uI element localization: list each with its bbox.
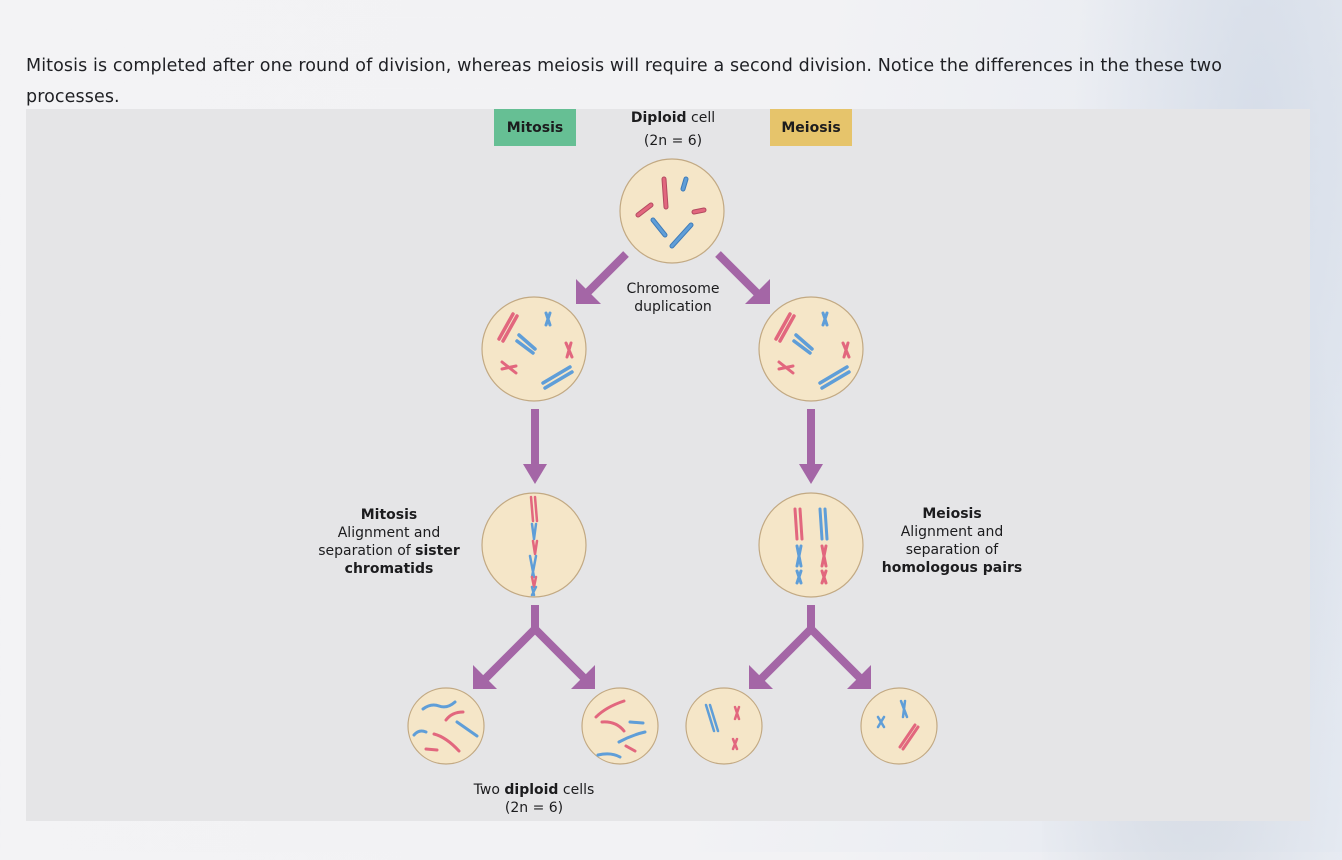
bottom-caption-formula: (2n = 6) bbox=[505, 800, 563, 816]
mitosis-tag: Mitosis bbox=[494, 109, 576, 146]
meiosis-caption-title: Meiosis bbox=[922, 506, 981, 522]
arrows bbox=[473, 251, 871, 689]
duplication-label-line2: duplication bbox=[634, 299, 712, 315]
chromosomes-meiosis-alignment bbox=[793, 507, 829, 585]
cell-diploid-top bbox=[619, 158, 725, 264]
cell-meiosis-daughter-1 bbox=[685, 687, 763, 765]
bottom-caption-line1: Two diploid cells bbox=[473, 782, 595, 798]
meiosis-caption-line3: homologous pairs bbox=[882, 560, 1023, 576]
intro-paragraph: Mitosis is completed after one round of … bbox=[26, 55, 1223, 107]
chromosomes-meiosis-daughter-1 bbox=[704, 703, 741, 751]
meiosis-tag: Meiosis bbox=[770, 109, 852, 146]
mitosis-caption-line2: separation of sister bbox=[318, 543, 460, 559]
chromosomes-meiosis-daughter-2 bbox=[876, 699, 920, 751]
arrow-mitosis-down bbox=[523, 409, 547, 484]
cell-mitosis-daughter-1 bbox=[407, 687, 485, 765]
arrow-meiosis-split bbox=[749, 605, 871, 689]
cell-meiosis-alignment bbox=[758, 492, 864, 598]
arrow-mitosis-split bbox=[473, 605, 595, 689]
meiosis-caption-line2: separation of bbox=[906, 542, 1000, 558]
mitosis-tag-label: Mitosis bbox=[507, 120, 564, 136]
top-cell-formula: (2n = 6) bbox=[644, 133, 702, 149]
duplication-label-line1: Chromosome bbox=[627, 281, 720, 297]
chromosomes-mitosis-daughter-1 bbox=[412, 700, 479, 753]
chromosomes-mitosis-daughter-2 bbox=[594, 699, 647, 759]
chromosomes-mitosis-alignment bbox=[528, 495, 539, 597]
bottom-caption: Two diploid cells (2n = 6) bbox=[473, 782, 595, 816]
mitosis-caption-line1: Alignment and bbox=[338, 525, 441, 541]
mitosis-caption-line3: chromatids bbox=[345, 561, 434, 577]
top-cell-title: Diploid cell bbox=[631, 110, 715, 126]
chromosomes-mitosis-duplicated bbox=[497, 311, 574, 390]
arrow-duplication-right bbox=[715, 251, 770, 304]
meiosis-caption: Meiosis Alignment and separation of homo… bbox=[882, 506, 1023, 576]
mitosis-caption: Mitosis Alignment and separation of sist… bbox=[318, 507, 460, 577]
cell-meiosis-daughter-2 bbox=[860, 687, 938, 765]
meiosis-caption-line1: Alignment and bbox=[901, 524, 1004, 540]
mitosis-meiosis-diagram: Mitosis Meiosis Diploid cell (2n = 6) bbox=[26, 109, 1310, 821]
chromosomes-top bbox=[635, 176, 707, 249]
mitosis-caption-title: Mitosis bbox=[361, 507, 418, 523]
chromosomes-meiosis-duplicated bbox=[774, 311, 851, 390]
meiosis-tag-label: Meiosis bbox=[781, 120, 840, 136]
arrow-duplication-left bbox=[576, 251, 629, 304]
arrow-meiosis-down bbox=[799, 409, 823, 484]
